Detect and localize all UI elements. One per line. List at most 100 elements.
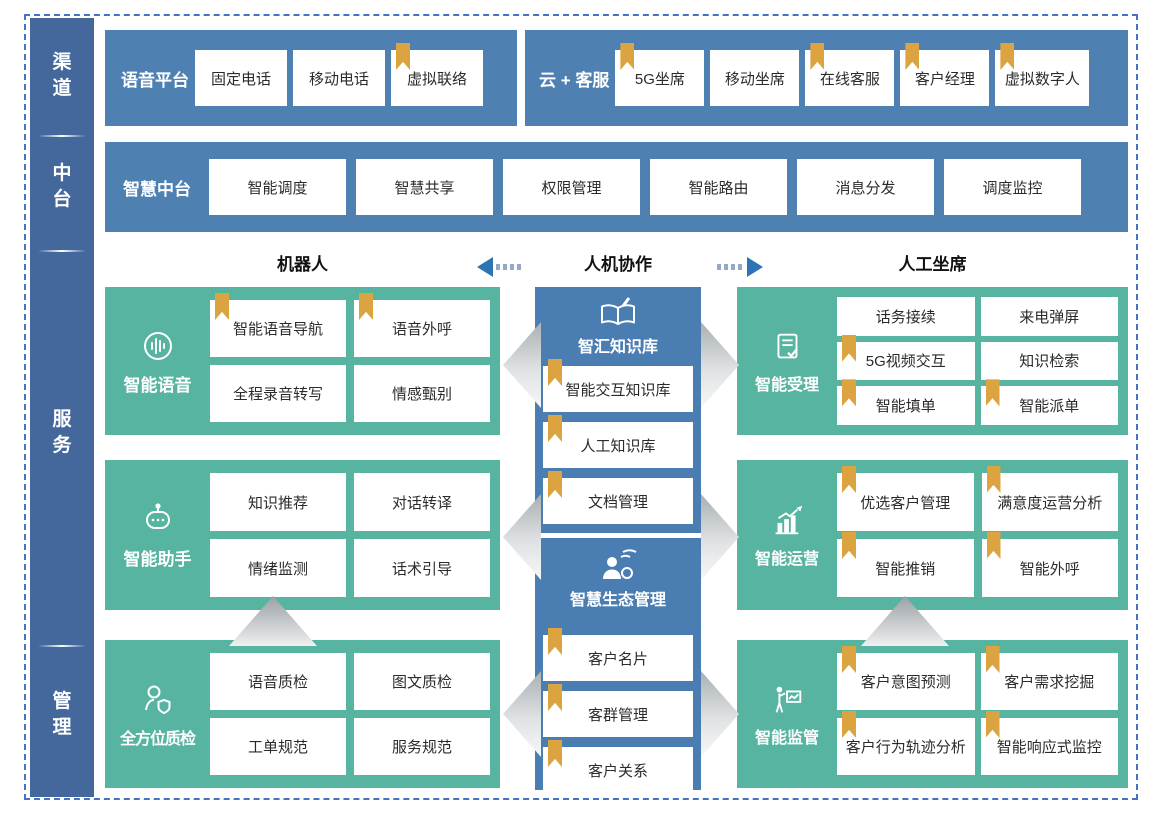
bookmark-icon [842,532,856,559]
channel-item: 移动电话 [293,50,385,106]
capability-item: 话务接续 [837,297,975,336]
block-smart-operation: 智能运营 优选客户管理 满意度运营分析 智能推销 智能外呼 [737,460,1128,610]
voice-platform-title: 语音平台 [121,70,189,90]
bookmark-icon [985,646,1000,673]
capability-item: 知识推荐 [210,473,346,531]
block-title: 智能监管 [754,729,819,747]
capability-item: 智能填单 [837,379,975,425]
layer-sidebar: 渠道 中台 服务 管理 [30,18,94,797]
block-smart-supervision: 智能监管 客户意图预测 客户需求挖掘 客户行为轨迹分析 智能响应式监控 [737,640,1128,788]
capability-item: 语音外呼 [354,293,490,357]
capability-item: 图文质检 [354,653,490,710]
channel-item: 固定电话 [195,50,287,106]
block-title: 全方位质检 [119,730,196,748]
block-title: 智能运营 [754,550,819,568]
capability-item: 客户需求挖掘 [980,646,1118,710]
growth-chart-icon [768,502,806,540]
bookmark-icon [986,532,1001,559]
capability-item: 人工知识库 [543,415,693,468]
capability-item: 客户名片 [543,628,693,681]
document-check-icon [768,328,806,366]
sidebar-divider [37,645,87,647]
layer-label-management: 管理 [52,691,72,738]
bookmark-icon [842,646,856,673]
quality-inspector-icon [138,680,178,720]
layer-label-midplatform: 中台 [52,163,72,210]
channel-item: 客户经理 [900,43,990,106]
midplatform-item: 智能调度 [209,159,346,215]
bookmark-icon [985,711,1000,738]
bookmark-icon [548,628,562,655]
block-quality-inspection: 全方位质检 语音质检 图文质检 工单规范 服务规范 [105,640,500,788]
block-title: 智能助手 [123,550,192,569]
bookmark-icon [842,379,856,407]
bookmark-icon [842,466,856,493]
capability-item: 话术引导 [354,539,490,597]
midplatform-title: 智慧中台 [123,179,191,199]
knowledge-book-icon [596,296,640,332]
bookmark-icon [215,293,229,320]
bookmark-icon [548,684,562,711]
midplatform-item: 消息分发 [797,159,934,215]
capability-item: 客户意图预测 [837,646,975,710]
capability-item: 客户关系 [543,740,693,793]
capability-item: 优选客户管理 [837,466,974,531]
layer-label-service: 服务 [52,409,72,456]
header-human-agent: 人工坐席 [898,255,967,274]
bookmark-icon [810,43,825,70]
channel-item: 虚拟联络 [391,43,483,106]
arrow-left-icon [477,257,526,277]
capability-item: 情感甄别 [354,365,490,422]
capability-item: 智能推销 [837,532,974,597]
capability-item: 满意度运营分析 [981,466,1118,531]
block-smart-voice: 智能语音 智能语音导航 语音外呼 全程录音转写 情感甄别 [105,287,500,435]
midplatform-item: 权限管理 [503,159,640,215]
ecosystem-person-icon [596,547,640,585]
dashed-border [24,14,1138,800]
bookmark-icon [985,379,1000,407]
capability-item: 文档管理 [543,471,693,524]
capability-item: 智能交互知识库 [543,359,693,412]
capability-item: 客群管理 [543,684,693,737]
bookmark-icon [986,466,1001,493]
capability-item: 工单规范 [210,718,346,775]
bookmark-icon [396,43,410,70]
capability-item: 语音质检 [210,653,346,710]
capability-item: 来电弹屏 [980,297,1118,336]
block-knowledge-base: 智汇知识库 智能交互知识库 人工知识库 文档管理 [535,287,701,533]
bookmark-icon [359,293,373,320]
bookmark-icon [548,359,562,386]
block-ecosystem-management: 智慧生态管理 客户名片 客群管理 客户关系 [535,538,701,793]
capability-item: 知识检索 [980,341,1118,381]
block-title: 智能受理 [754,376,819,394]
bookmark-icon [548,740,562,767]
midplatform-item: 智能路由 [650,159,787,215]
robot-icon [138,500,178,540]
bookmark-icon [842,334,856,362]
block-title: 智能语音 [123,376,192,395]
capability-item: 智能语音导航 [210,293,346,357]
capability-item: 全程录音转写 [210,365,346,422]
bookmark-icon [842,711,856,738]
cloud-service-bar: 云 + 客服 5G坐席 移动坐席 在线客服 客户经理 虚拟数字人 [525,30,1128,126]
capability-item: 客户行为轨迹分析 [837,711,975,775]
smart-midplatform-bar: 智慧中台 智能调度 智慧共享 权限管理 智能路由 消息分发 调度监控 [105,142,1128,232]
capability-item: 情绪监测 [210,539,346,597]
channel-item: 移动坐席 [710,50,800,106]
bookmark-icon [905,43,920,70]
capability-item: 对话转译 [354,473,490,531]
bookmark-icon [1000,43,1015,70]
bookmark-icon [548,415,562,442]
presenter-icon [768,681,806,719]
voice-icon [138,326,178,366]
block-title: 智慧生态管理 [569,592,666,609]
channel-item: 5G坐席 [615,43,705,106]
midplatform-item: 调度监控 [944,159,1081,215]
block-title: 智汇知识库 [577,339,658,356]
bookmark-icon [620,43,635,70]
sidebar-divider [37,135,87,137]
voice-platform-bar: 语音平台 固定电话 移动电话 虚拟联络 [105,30,517,126]
capability-item: 5G视频交互 [837,334,975,381]
block-smart-acceptance: 智能受理 话务接续 来电弹屏 5G视频交互 知识检索 智能填单 智能派单 [737,287,1128,435]
